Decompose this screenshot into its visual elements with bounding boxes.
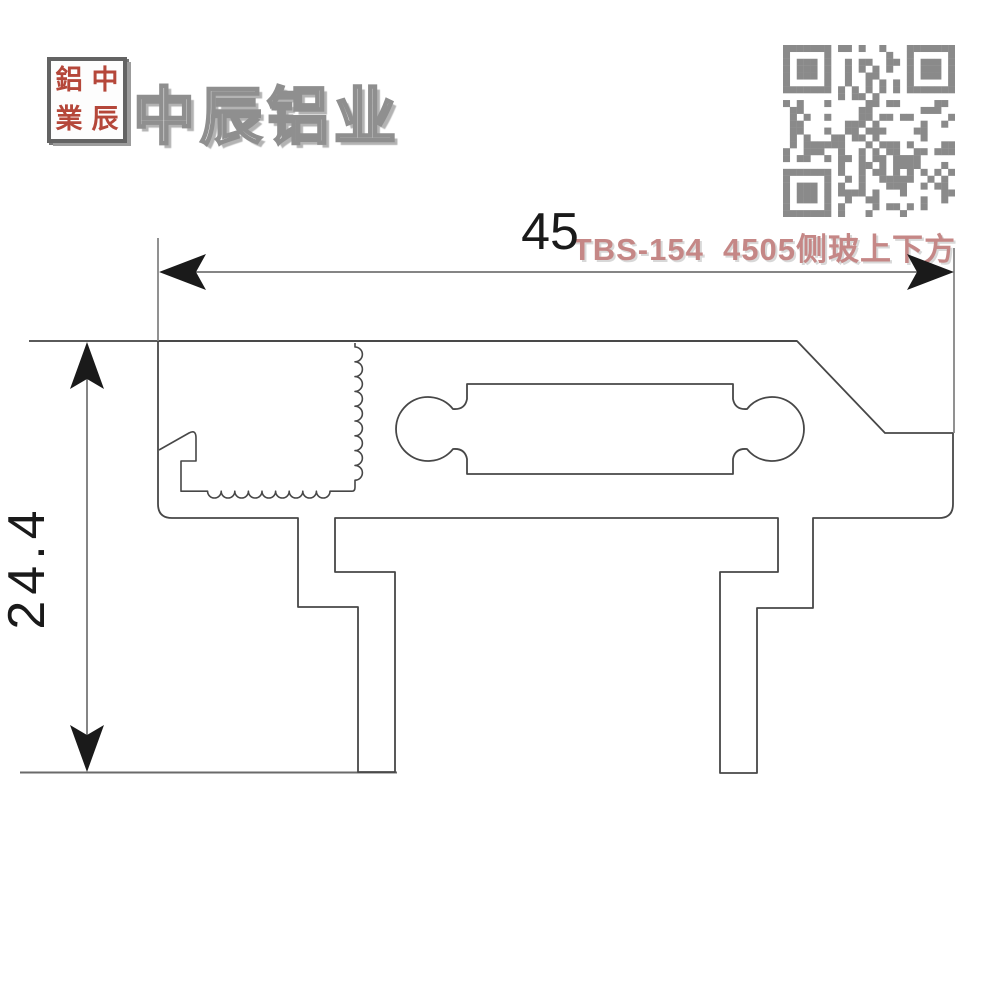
profile-model-title: TBS-154 4505侧玻上下方 <box>572 232 956 267</box>
profile-screw-slot <box>395 383 805 475</box>
qr-code <box>783 45 955 217</box>
company-seal-logo: 鋁 中 業 辰 <box>47 57 127 143</box>
profile-clip-channel <box>158 343 364 499</box>
height-dimension-label: 24.4 <box>0 504 56 629</box>
profile-outline <box>157 340 954 774</box>
arrowhead-left-icon <box>159 254 206 290</box>
arrowhead-right-icon <box>907 254 954 290</box>
seal-char: 中 <box>91 65 119 96</box>
arrowhead-up-icon <box>70 342 104 389</box>
company-name: 中辰铝业 <box>132 82 402 154</box>
seal-char: 鋁 <box>55 65 83 96</box>
width-dimension-label: 45 <box>521 203 579 261</box>
seal-char: 業 <box>55 104 83 135</box>
arrowhead-down-icon <box>70 725 104 772</box>
seal-char: 辰 <box>91 104 119 135</box>
